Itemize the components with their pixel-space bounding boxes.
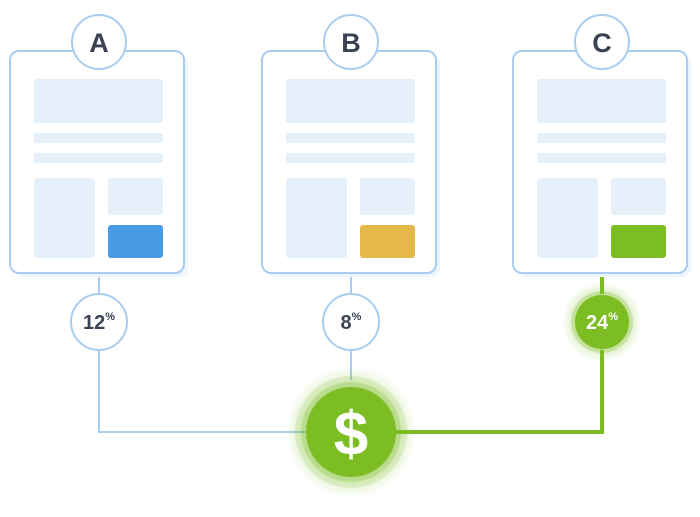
- image-placeholder: [286, 178, 347, 258]
- variant-badge-a: A: [71, 14, 127, 70]
- cta-button-variant-b: [360, 225, 415, 258]
- hero-placeholder: [537, 79, 666, 123]
- conversion-rate-badge-a: 12%: [70, 293, 128, 351]
- connector-a: [98, 277, 308, 433]
- image-placeholder: [537, 178, 598, 258]
- svg-text:24%: 24%: [586, 311, 618, 334]
- variant-card-b: [261, 50, 440, 277]
- percent-unit: %: [352, 311, 362, 323]
- hero-placeholder: [34, 79, 163, 123]
- variant-card-c: [512, 50, 691, 277]
- cta-button-variant-c: [611, 225, 666, 258]
- hero-placeholder: [286, 79, 415, 123]
- text-line-placeholder: [286, 133, 415, 143]
- revenue-goal-coin: $: [285, 366, 417, 498]
- variant-label: B: [341, 28, 361, 58]
- conversion-rate-value: 24: [586, 312, 609, 334]
- svg-text:8%: 8%: [341, 311, 362, 334]
- conversion-rate-value: 8: [341, 312, 352, 334]
- dollar-icon: $: [334, 400, 368, 469]
- conversion-rate-badge-c-winner: 24%: [562, 282, 642, 362]
- variant-badge-c: C: [574, 14, 630, 70]
- variant-card-a: [9, 50, 188, 277]
- percent-unit: %: [105, 311, 115, 323]
- text-line-placeholder: [34, 133, 163, 143]
- variant-label: A: [89, 28, 109, 58]
- text-block-placeholder: [360, 178, 415, 215]
- text-line-placeholder: [34, 153, 163, 163]
- cta-button-variant-a: [108, 225, 163, 258]
- text-line-placeholder: [537, 133, 666, 143]
- svg-text:12%: 12%: [83, 311, 115, 334]
- text-line-placeholder: [286, 153, 415, 163]
- percent-unit: %: [608, 311, 618, 323]
- conversion-rate-badge-b: 8%: [322, 293, 380, 351]
- conversion-rate-value: 12: [83, 312, 105, 334]
- image-placeholder: [34, 178, 95, 258]
- variant-badge-b: B: [323, 14, 379, 70]
- variant-label: C: [592, 28, 612, 58]
- text-block-placeholder: [108, 178, 163, 215]
- text-line-placeholder: [537, 153, 666, 163]
- text-block-placeholder: [611, 178, 666, 215]
